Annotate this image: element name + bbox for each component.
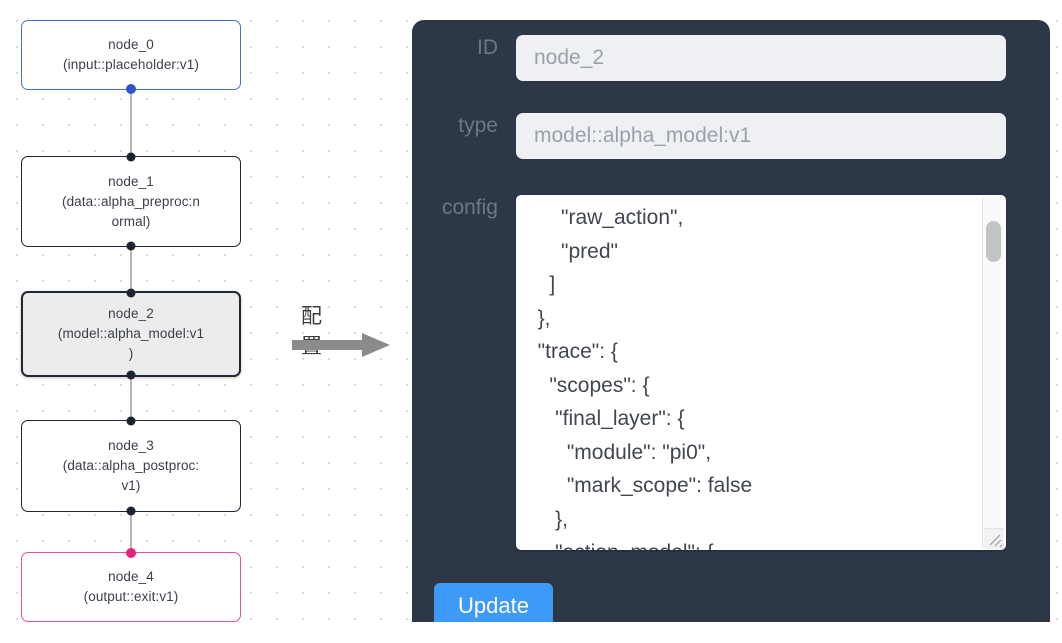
- graph-node-node_4[interactable]: node_4 (output::exit:v1): [21, 548, 241, 622]
- graph-node-node_1[interactable]: node_1 (data::alpha_preproc:n ormal): [21, 152, 241, 251]
- config-field-label: config: [441, 196, 498, 219]
- type-input[interactable]: [516, 113, 1006, 159]
- graph-node-label: node_3 (data::alpha_postproc: v1): [62, 438, 200, 493]
- node-handle-output[interactable]: [126, 506, 136, 516]
- field-row-config: config "raw_action", "pred" ] }, "trace"…: [412, 195, 1006, 550]
- node-handle-input[interactable]: [126, 548, 136, 558]
- graph-node-label: node_4 (output::exit:v1): [83, 569, 179, 604]
- graph-node-node_0[interactable]: node_0 (input::placeholder:v1): [21, 20, 241, 94]
- edge-node2-node3: [130, 376, 132, 420]
- id-input[interactable]: [516, 35, 1006, 81]
- update-button[interactable]: Update: [434, 583, 553, 622]
- arrow-right-icon: [292, 332, 392, 363]
- node-handle-input[interactable]: [126, 152, 136, 162]
- edge-node1-node2: [130, 246, 132, 292]
- graph-node-label: node_0 (input::placeholder:v1): [63, 37, 199, 72]
- edge-node3-node4: [130, 511, 132, 552]
- graph-node-label: node_1 (data::alpha_preproc:n ormal): [61, 173, 201, 229]
- edge-node0-node1: [130, 89, 132, 157]
- node-handle-input[interactable]: [126, 288, 136, 298]
- field-row-id: ID: [412, 35, 1006, 81]
- type-field-label: type: [458, 114, 498, 137]
- config-textarea[interactable]: "raw_action", "pred" ] }, "trace": { "sc…: [516, 195, 1006, 550]
- config-textarea-wrapper: "raw_action", "pred" ] }, "trace": { "sc…: [516, 195, 1006, 550]
- node-handle-output[interactable]: [126, 84, 136, 94]
- node-handle-input[interactable]: [126, 416, 136, 426]
- graph-node-label: node_2 (model::alpha_model:v1 ): [57, 306, 205, 361]
- graph-node-node_3[interactable]: node_3 (data::alpha_postproc: v1): [21, 416, 241, 516]
- scrollbar-thumb[interactable]: [986, 221, 1001, 262]
- node-handle-output[interactable]: [126, 370, 136, 380]
- id-field-label: ID: [477, 36, 498, 59]
- graph-node-node_2[interactable]: node_2 (model::alpha_model:v1 ): [21, 288, 241, 380]
- resize-grip-icon[interactable]: [984, 528, 1004, 549]
- node-handle-output[interactable]: [126, 241, 136, 251]
- node-config-panel: ID type config "raw_action", "pred" ] },…: [412, 20, 1050, 622]
- field-row-type: type: [412, 113, 1006, 159]
- vertical-scrollbar[interactable]: [982, 197, 1004, 548]
